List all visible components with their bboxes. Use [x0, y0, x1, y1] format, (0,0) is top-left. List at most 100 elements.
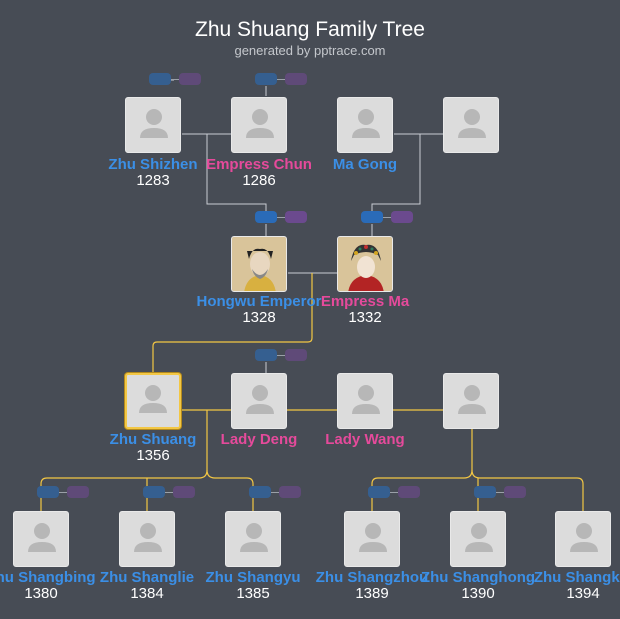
- person-card-shanglie[interactable]: [119, 511, 175, 567]
- person-year: 1384: [130, 585, 164, 602]
- person-card-ma-gong-spouse[interactable]: [443, 97, 499, 153]
- parents-toggle-empress-chun[interactable]: [255, 73, 307, 86]
- father-button[interactable]: [149, 73, 171, 85]
- person-card-spouse4[interactable]: [443, 373, 499, 429]
- person-card-shangzhou[interactable]: [344, 511, 400, 567]
- father-button[interactable]: [255, 349, 277, 361]
- father-button[interactable]: [255, 211, 277, 223]
- person-card-shangkai[interactable]: [555, 511, 611, 567]
- person-name: Ma Gong: [332, 156, 398, 173]
- page-subtitle: generated by pptrace.com: [234, 43, 386, 58]
- person-label-lady-wang: Lady Wang: [300, 432, 430, 448]
- person-silhouette-icon: [134, 523, 162, 552]
- parents-toggle-shangzhou[interactable]: [368, 486, 420, 499]
- person-card-zhu-shizhen[interactable]: [125, 97, 181, 153]
- person-name: Zhu Shuang: [109, 431, 197, 448]
- person-silhouette-icon: [465, 523, 493, 552]
- person-silhouette-icon: [246, 385, 274, 414]
- father-button[interactable]: [474, 486, 496, 498]
- parents-toggle-shangbing[interactable]: [37, 486, 89, 499]
- father-button[interactable]: [255, 73, 277, 85]
- parents-toggle-hongwu[interactable]: [255, 211, 307, 224]
- person-name: Zhu Shangbing: [0, 569, 96, 586]
- person-card-empress-chun[interactable]: [231, 97, 287, 153]
- person-silhouette-icon: [352, 109, 380, 138]
- person-card-shangyu[interactable]: [225, 511, 281, 567]
- person-silhouette-icon: [140, 109, 168, 138]
- person-year: 1356: [136, 447, 170, 464]
- person-year: 1283: [136, 172, 170, 189]
- empress-ma-portrait-icon: [338, 237, 392, 291]
- person-name: Zhu Shangzhou: [315, 569, 429, 586]
- parents-toggle-shangyu[interactable]: [249, 486, 301, 499]
- father-button[interactable]: [361, 211, 383, 223]
- person-year: 1286: [242, 172, 276, 189]
- person-name: Zhu Shangyu: [205, 569, 301, 586]
- parents-toggle-shanglie[interactable]: [143, 486, 195, 499]
- person-card-ma-gong[interactable]: [337, 97, 393, 153]
- parents-toggle-shanghong[interactable]: [474, 486, 526, 499]
- person-card-zhu-shuang[interactable]: [125, 373, 181, 429]
- mother-button[interactable]: [391, 211, 413, 223]
- person-label-shangkai: Zhu Shangkai1394: [518, 570, 620, 602]
- person-silhouette-icon: [246, 109, 274, 138]
- father-button[interactable]: [37, 486, 59, 498]
- person-name: Hongwu Emperor: [196, 293, 322, 310]
- person-silhouette-icon: [458, 385, 486, 414]
- mother-button[interactable]: [173, 486, 195, 498]
- father-button[interactable]: [368, 486, 390, 498]
- person-silhouette-icon: [359, 523, 387, 552]
- parents-toggle-zhu-shizhen[interactable]: [149, 73, 201, 86]
- person-silhouette-icon: [352, 385, 380, 414]
- person-card-empress-ma[interactable]: [337, 236, 393, 292]
- person-card-shanghong[interactable]: [450, 511, 506, 567]
- person-silhouette-icon: [28, 523, 56, 552]
- mother-button[interactable]: [179, 73, 201, 85]
- mother-button[interactable]: [504, 486, 526, 498]
- person-year: 1389: [355, 585, 389, 602]
- person-year: 1332: [348, 309, 382, 326]
- person-year: 1385: [236, 585, 270, 602]
- hongwu-portrait-icon: [232, 237, 286, 291]
- person-year: 1390: [461, 585, 495, 602]
- person-label-ma-gong: Ma Gong: [300, 157, 430, 173]
- person-name: Zhu Shanghong: [420, 569, 536, 586]
- parents-toggle-empress-ma[interactable]: [361, 211, 413, 224]
- person-name: Lady Deng: [220, 431, 298, 448]
- person-name: Zhu Shanglie: [99, 569, 195, 586]
- person-silhouette-icon: [570, 523, 598, 552]
- person-year: 1380: [24, 585, 58, 602]
- mother-button[interactable]: [285, 349, 307, 361]
- person-silhouette-icon: [458, 109, 486, 138]
- mother-button[interactable]: [279, 486, 301, 498]
- mother-button[interactable]: [67, 486, 89, 498]
- page-title: Zhu Shuang Family Tree: [195, 18, 425, 41]
- person-label-lady-deng: Lady Deng: [194, 432, 324, 448]
- father-button[interactable]: [143, 486, 165, 498]
- mother-button[interactable]: [398, 486, 420, 498]
- person-card-lady-deng[interactable]: [231, 373, 287, 429]
- mother-button[interactable]: [285, 211, 307, 223]
- person-card-shangbing[interactable]: [13, 511, 69, 567]
- mother-button[interactable]: [285, 73, 307, 85]
- person-name: Zhu Shizhen: [108, 156, 198, 173]
- person-name: Empress Ma: [320, 293, 410, 310]
- parents-toggle-lady-deng[interactable]: [255, 349, 307, 362]
- father-button[interactable]: [249, 486, 271, 498]
- person-name: Zhu Shangkai: [533, 569, 620, 586]
- person-card-lady-wang[interactable]: [337, 373, 393, 429]
- person-name: Empress Chun: [206, 156, 312, 173]
- person-silhouette-icon: [240, 523, 268, 552]
- person-card-hongwu[interactable]: [231, 236, 287, 292]
- person-silhouette-icon: [139, 385, 167, 413]
